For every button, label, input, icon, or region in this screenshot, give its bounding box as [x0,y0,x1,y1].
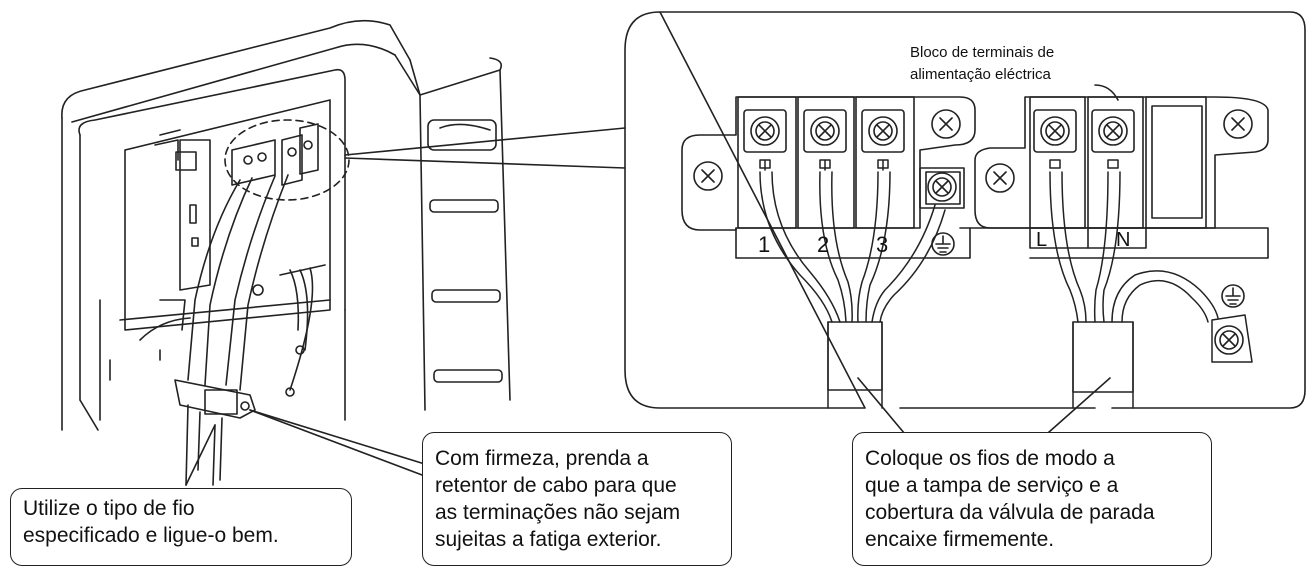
callout-cable-retainer-line2: retentor de cabo para que [435,474,677,497]
signal-wires [759,159,946,409]
callout-wire-placement-line1: Coloque os fios de modo a [865,447,1115,470]
callout-wire-placement-line4: encaixe firmemente. [865,528,1055,551]
terminal-block-label-line1: Bloco de terminais de [910,44,1054,61]
callout-wire-type-line1: Utilize o tipo de fio [23,497,195,520]
ground-symbol [931,232,955,256]
terminal-number-3: 3 [876,232,888,257]
terminal-block-label-line2: alimentação eléctrica [910,66,1052,83]
callout-wire-placement-line2: que a tampa de serviço e a [865,474,1119,497]
power-terminal-block [974,96,1269,229]
terminal-number-2: 2 [817,232,829,257]
terminal-number-1: 1 [758,232,770,257]
callout-wire-placement-line3: cobertura da válvula de parada [865,501,1155,524]
signal-terminal-block [681,96,1269,259]
outdoor-unit [61,19,511,486]
callout-cable-retainer: Com firmeza, prenda a retentor de cabo p… [422,432,732,566]
terminal-label-n: N [1116,229,1130,251]
power-wires [1049,159,1253,409]
detail-frame [624,11,1306,409]
callout-cable-retainer-line1: Com firmeza, prenda a [435,447,649,470]
callout-cable-retainer-line3: as terminações não sejam [435,501,681,524]
terminal-label-l: L [1036,229,1047,251]
screws [693,109,1253,355]
callout-wire-placement: Coloque os fios de modo a que a tampa de… [852,432,1212,566]
ground-symbol-power [1221,284,1245,308]
callout-wire-type: Utilize o tipo de fio especificado e lig… [10,488,352,566]
callout-wire-type-line2: especificado e ligue-o bem. [23,524,279,547]
callout-cable-retainer-line4: sujeitas a fatiga exterior. [435,528,662,551]
